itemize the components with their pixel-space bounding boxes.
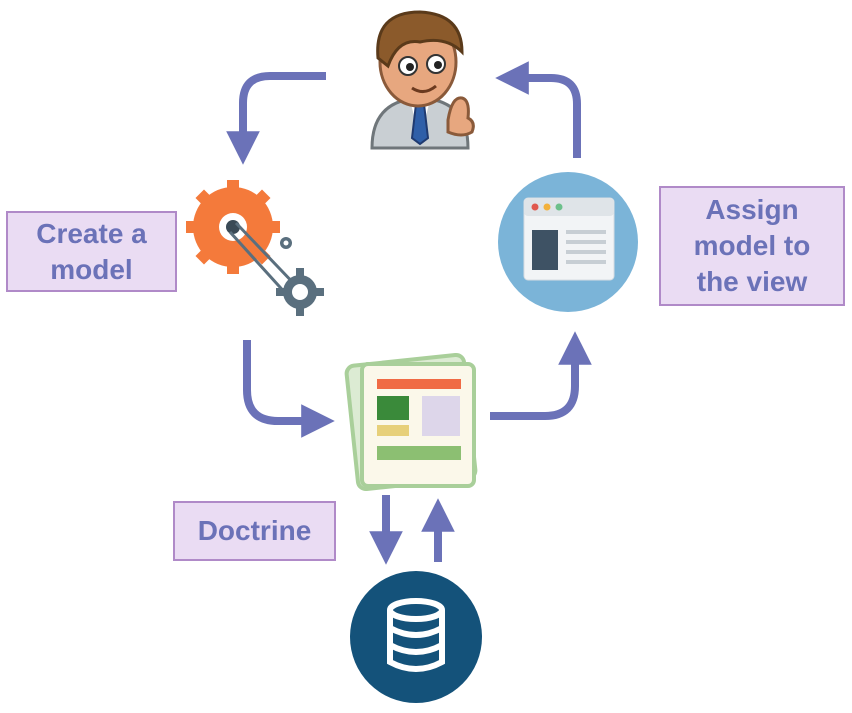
user-avatar-icon — [370, 10, 475, 150]
document-layout-icon — [344, 352, 478, 492]
doctrine-label: Doctrine — [173, 501, 336, 561]
arrow-view-to-user — [495, 61, 581, 158]
arrow-template-to-view — [490, 331, 592, 420]
create-model-label: Create a model — [6, 211, 177, 292]
create-model-text: Create a model — [36, 217, 147, 285]
gears-icon — [186, 180, 324, 316]
browser-window-icon — [498, 172, 638, 312]
assign-model-text: Assign model to the view — [693, 194, 811, 297]
assign-model-label: Assign model to the view — [659, 186, 845, 306]
database-icon — [350, 571, 482, 703]
arrow-model-to-template — [243, 340, 335, 438]
arrow-user-to-model — [226, 72, 326, 165]
doctrine-text: Doctrine — [197, 515, 312, 546]
